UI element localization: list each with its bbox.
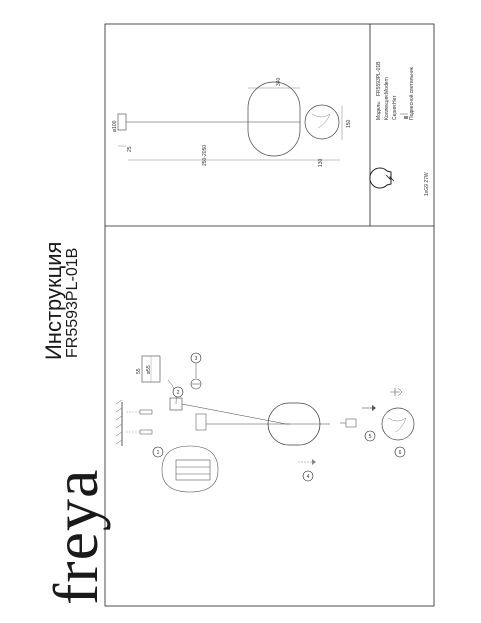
g9-bulb bbox=[340, 418, 357, 428]
arrow-icon bbox=[298, 459, 316, 465]
dim-ring-height: 130 bbox=[318, 158, 324, 167]
glass-shade bbox=[304, 104, 340, 140]
svg-text:4: 4 bbox=[307, 474, 310, 480]
pendant-symbol-icon bbox=[400, 113, 408, 119]
spec-series-value: Нет bbox=[392, 95, 398, 104]
arrow-icon bbox=[362, 405, 376, 411]
mounting-plate bbox=[141, 355, 161, 383]
step-5-badge: 5 bbox=[364, 430, 376, 442]
spec-collection-label: Коллекция: bbox=[384, 94, 390, 120]
canopy bbox=[117, 113, 127, 131]
step-4-badge: 4 bbox=[302, 470, 314, 482]
dim-canopy-height: 25 bbox=[127, 146, 133, 152]
spec-model-label: Модель: bbox=[376, 101, 382, 120]
step-1-badge: 1 bbox=[152, 446, 164, 458]
svg-text:5: 5 bbox=[369, 434, 372, 440]
spec-block: Модель: FR5593PL-01B Коллекция: Modern С… bbox=[376, 61, 415, 120]
document-title: Инструкция bbox=[41, 241, 66, 360]
dim-mount-diameter: ø55 bbox=[146, 365, 152, 374]
dim-mount-height: 55 bbox=[136, 368, 142, 374]
step-6-badge: 6 bbox=[394, 446, 406, 458]
step-3-badge: 3 bbox=[190, 352, 202, 364]
svg-text:6: 6 bbox=[399, 450, 402, 456]
terminal-block bbox=[161, 445, 219, 493]
svg-text:2: 2 bbox=[177, 390, 180, 396]
assembly-frame bbox=[104, 23, 435, 607]
spec-series-label: Серия: bbox=[392, 104, 398, 120]
svg-text:1: 1 bbox=[157, 450, 160, 456]
dim-canopy-diameter: ø100 bbox=[112, 120, 118, 132]
bulb-spec: 1xG9 27W bbox=[424, 172, 430, 196]
ceiling-surface bbox=[115, 399, 123, 446]
svg-text:3: 3 bbox=[195, 356, 198, 362]
dimension-drawing: ø100 25 250-2050 340 130 150 bbox=[112, 77, 352, 167]
assembly-diagram: 55 ø55 bbox=[115, 352, 415, 493]
document-model: FR5593PL-01B bbox=[64, 247, 81, 358]
brand-logo: freya bbox=[40, 468, 111, 605]
glass-shade-part bbox=[381, 407, 415, 441]
step-2-badge: 2 bbox=[172, 386, 184, 398]
spec-model-value: FR5593PL-01B bbox=[376, 61, 382, 96]
bulb-icon bbox=[369, 167, 395, 189]
dim-shade-height: 150 bbox=[346, 119, 352, 128]
mounting-screws bbox=[126, 409, 153, 435]
dim-suspension-length: 250-2050 bbox=[202, 145, 208, 166]
rotate-arrows-icon bbox=[390, 387, 403, 397]
spec-type-value: Подвесной светильник bbox=[408, 66, 415, 120]
spec-collection-value: Modern bbox=[384, 77, 390, 94]
ring-frame bbox=[247, 81, 301, 157]
dim-ring-width: 340 bbox=[276, 77, 282, 86]
